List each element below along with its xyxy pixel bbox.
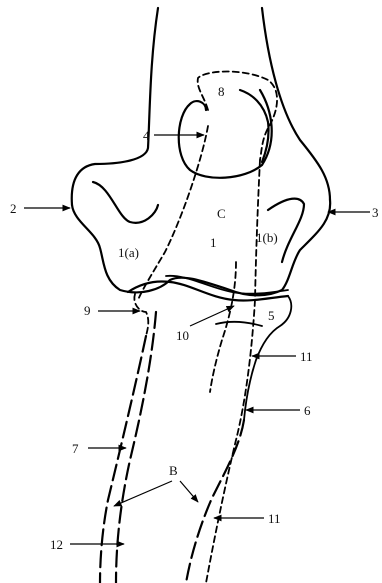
label-1: 1 (210, 235, 217, 250)
label-3: 3 (372, 205, 379, 220)
ulna-lateral-dashed-outline (206, 300, 255, 583)
label-1a: 1(a) (118, 245, 139, 260)
label-7: 7 (72, 441, 79, 456)
humerus-shaft-right-outline (262, 8, 330, 200)
label-B: B (169, 463, 178, 478)
ulna-notch-curve (216, 322, 262, 326)
label-C: C (217, 206, 226, 221)
label-10: 10 (176, 328, 189, 343)
label-12: 12 (50, 537, 63, 552)
medial-fossa-curve (93, 182, 158, 223)
ulna-left-dashed-outline (100, 336, 146, 583)
label-9: 9 (84, 303, 91, 318)
label-5: 5 (268, 308, 275, 323)
label-11-upper: 11 (300, 349, 313, 364)
humerus-shaft-left-outline (72, 8, 158, 205)
arrow-B-right (180, 481, 198, 502)
capitellum-tail (240, 90, 269, 162)
label-8: 8 (218, 84, 225, 99)
label-4: 4 (143, 128, 150, 143)
label-2: 2 (10, 201, 17, 216)
coronoid-dashed-notch (134, 294, 148, 336)
humerus-distal-outline (72, 200, 330, 295)
label-6: 6 (304, 403, 311, 418)
dashed-line-upper-left (138, 126, 208, 300)
central-dashed-line (210, 262, 236, 392)
label-1b: 1(b) (256, 230, 278, 245)
label-11-lower: 11 (268, 511, 281, 526)
